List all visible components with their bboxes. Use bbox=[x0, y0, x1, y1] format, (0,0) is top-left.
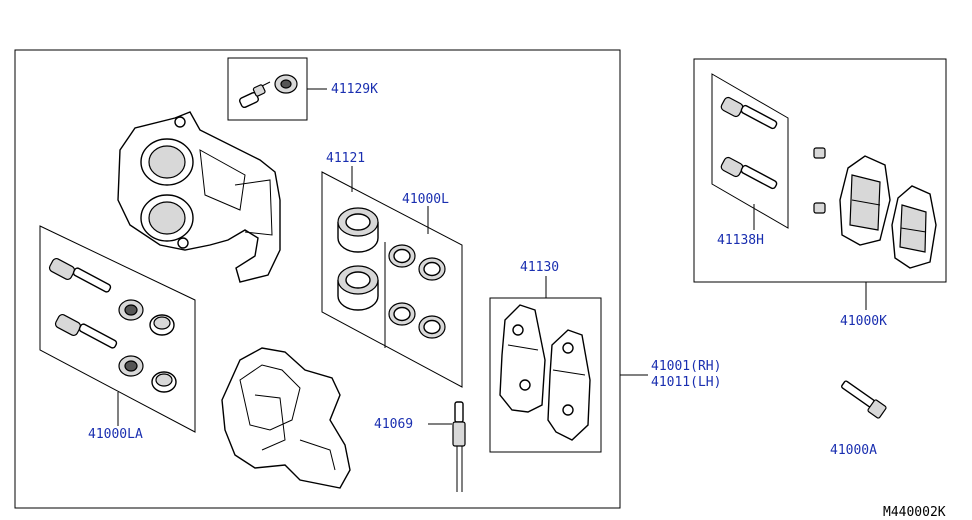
label-41001: 41001(RH) bbox=[651, 359, 721, 374]
guide-pin-upper bbox=[48, 257, 112, 293]
pin-bushing-lower bbox=[151, 371, 177, 393]
pad-kit-frame bbox=[693, 58, 947, 283]
seal-ring-3 bbox=[388, 302, 416, 326]
pad-clip-lower bbox=[813, 202, 826, 214]
piston-lower bbox=[337, 265, 379, 311]
pin-boot-lower bbox=[118, 355, 144, 377]
mounting-bolt-part bbox=[841, 380, 887, 419]
shim-plate-1 bbox=[499, 304, 546, 413]
label-41138h: 41138H bbox=[717, 233, 764, 248]
bleeder-screw-part bbox=[239, 81, 271, 109]
pin-bushing-upper bbox=[149, 314, 175, 336]
label-41069: 41069 bbox=[374, 417, 413, 432]
seal-ring-4 bbox=[418, 315, 446, 339]
slide-pin-upper bbox=[720, 96, 778, 130]
pin-boot-upper bbox=[118, 299, 144, 321]
seal-ring-2 bbox=[418, 257, 446, 281]
bleeder-cap-part bbox=[274, 74, 298, 94]
diagram-reference-code: M440002K bbox=[883, 505, 946, 520]
label-41000a: 41000A bbox=[830, 443, 877, 458]
label-41000k: 41000K bbox=[840, 314, 887, 329]
label-41011: 41011(LH) bbox=[651, 375, 721, 390]
kit-41138h-outline bbox=[711, 73, 789, 229]
seal-ring-1 bbox=[388, 244, 416, 268]
guide-pin-lower bbox=[54, 313, 118, 349]
label-41129k: 41129K bbox=[331, 82, 378, 97]
shim-plate-2 bbox=[547, 329, 591, 441]
piston-upper bbox=[337, 207, 379, 253]
kit-41000la-outline bbox=[39, 225, 196, 433]
caliper-body-part bbox=[117, 111, 281, 283]
label-41130: 41130 bbox=[520, 260, 559, 275]
hose-part bbox=[452, 401, 466, 492]
caliper-bracket-part bbox=[221, 347, 351, 489]
pad-clip-upper bbox=[813, 147, 826, 159]
label-41000la: 41000LA bbox=[88, 427, 143, 442]
label-41121: 41121 bbox=[326, 151, 365, 166]
brake-pad-outer bbox=[891, 185, 937, 269]
slide-pin-lower bbox=[720, 156, 778, 190]
brake-pad-inner bbox=[839, 155, 891, 246]
main-assembly-frame bbox=[14, 49, 621, 509]
kit-41121-outline bbox=[321, 171, 463, 388]
label-41000l: 41000L bbox=[402, 192, 449, 207]
